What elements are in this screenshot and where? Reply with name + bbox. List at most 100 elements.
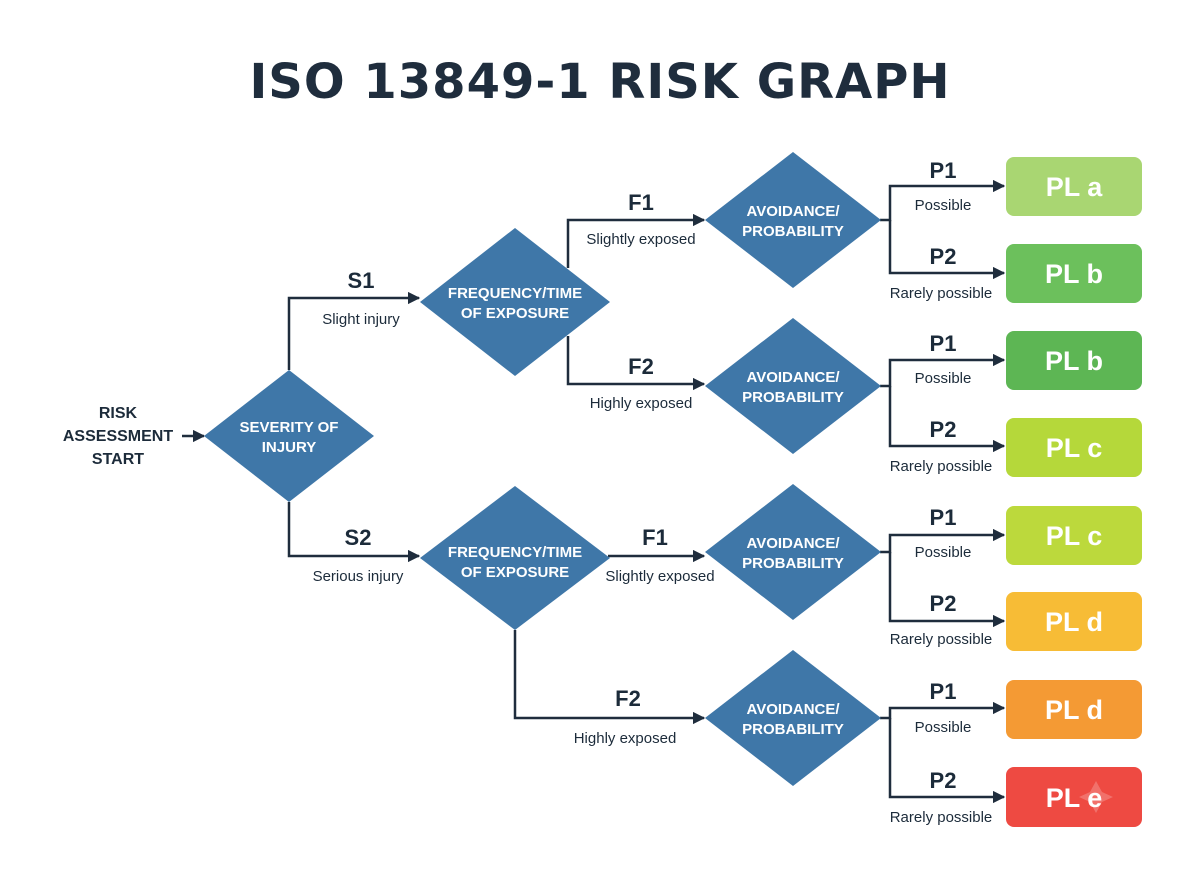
p2-desc-3: Rarely possible <box>890 631 993 648</box>
p1-code-2: P1 <box>930 331 957 356</box>
s2-desc: Serious injury <box>313 568 404 585</box>
p1-code-1: P1 <box>930 158 957 183</box>
frequency-upper-line-1: FREQUENCY/TIME <box>448 285 582 302</box>
avoidance-1-line-1: AVOIDANCE/ <box>746 203 840 220</box>
p1-desc-2: Possible <box>915 370 972 387</box>
f2-upper-code: F2 <box>628 354 654 379</box>
s1-arrow <box>287 291 421 370</box>
results: PL a PL b PL b PL c PL c PL d PL d <box>1006 157 1142 827</box>
avoidance-3-line-2: PROBABILITY <box>742 555 844 572</box>
p1-arrow-1 <box>880 179 1006 222</box>
result-box-6 <box>1006 592 1142 651</box>
result-box-1 <box>1006 157 1142 216</box>
result-pl-b-2: PL b <box>1006 331 1142 390</box>
avoidance-3-line-1: AVOIDANCE/ <box>746 535 840 552</box>
p1-arrow-4 <box>880 701 1006 720</box>
sparkle-icon <box>1079 781 1113 813</box>
p2-arrow-1 <box>888 220 1006 280</box>
avoidance-1-line-2: PROBABILITY <box>742 223 844 240</box>
p1-desc-3: Possible <box>915 544 972 561</box>
frequency-lower-line-2: OF EXPOSURE <box>461 564 569 581</box>
severity-diamond <box>204 370 374 502</box>
frequency-diamond-lower <box>420 486 610 630</box>
severity-node: SEVERITY OF INJURY <box>204 370 374 502</box>
avoidance-node-1: AVOIDANCE/ PROBABILITY <box>705 152 881 288</box>
result-label-3: PL b <box>1045 346 1103 376</box>
f1-lower-code: F1 <box>642 525 668 550</box>
result-label-1: PL a <box>1046 172 1104 202</box>
p2-desc-1: Rarely possible <box>890 285 993 302</box>
p2-code-4: P2 <box>930 768 957 793</box>
result-label-4: PL c <box>1046 433 1103 463</box>
f2-lower-desc: Highly exposed <box>574 730 677 747</box>
severity-line-1: SEVERITY OF <box>240 419 339 436</box>
avoidance-diamond-1 <box>705 152 881 288</box>
start-line-3: START <box>92 451 144 468</box>
result-box-3 <box>1006 331 1142 390</box>
result-label-2: PL b <box>1045 259 1103 289</box>
result-pl-d-1: PL d <box>1006 592 1142 651</box>
avoidance-4-line-2: PROBABILITY <box>742 721 844 738</box>
result-box-5 <box>1006 506 1142 565</box>
start-line-1: RISK <box>99 405 138 422</box>
avoidance-diamond-3 <box>705 484 881 620</box>
result-label-8: PL e <box>1046 783 1103 813</box>
f1-upper-desc: Slightly exposed <box>586 231 695 248</box>
p1-arrow-3 <box>880 528 1006 554</box>
p2-desc-2: Rarely possible <box>890 458 993 475</box>
f2-upper-arrow <box>566 336 706 391</box>
s2-arrow <box>287 502 421 563</box>
avoidance-2-line-1: AVOIDANCE/ <box>746 369 840 386</box>
avoidance-4-line-1: AVOIDANCE/ <box>746 701 840 718</box>
s2-code: S2 <box>345 525 372 550</box>
p2-arrow-3 <box>888 552 1006 628</box>
f1-lower-desc: Slightly exposed <box>605 568 714 585</box>
f2-lower-arrow <box>513 630 706 725</box>
start-label: RISK ASSESSMENT START <box>63 405 173 468</box>
result-box-4 <box>1006 418 1142 477</box>
result-pl-e: PL e <box>1006 767 1142 827</box>
f1-upper-arrow <box>566 213 706 268</box>
s1-code: S1 <box>348 268 375 293</box>
p2-desc-4: Rarely possible <box>890 809 993 826</box>
result-box-8 <box>1006 767 1142 827</box>
connector-lines <box>182 179 1006 804</box>
result-label-5: PL c <box>1046 521 1103 551</box>
start-line-2: ASSESSMENT <box>63 428 173 445</box>
page-title: ISO 13849-1 RISK GRAPH <box>249 54 950 110</box>
result-pl-b-1: PL b <box>1006 244 1142 303</box>
frequency-diamond-upper <box>420 228 610 376</box>
frequency-node-lower: FREQUENCY/TIME OF EXPOSURE <box>420 486 610 630</box>
avoidance-node-3: AVOIDANCE/ PROBABILITY <box>705 484 881 620</box>
result-pl-d-2: PL d <box>1006 680 1142 739</box>
frequency-upper-line-2: OF EXPOSURE <box>461 305 569 322</box>
p2-code-2: P2 <box>930 417 957 442</box>
p2-arrow-4 <box>888 718 1006 804</box>
p1-code-3: P1 <box>930 505 957 530</box>
avoidance-diamond-2 <box>705 318 881 454</box>
f2-upper-desc: Highly exposed <box>590 395 693 412</box>
result-label-7: PL d <box>1045 695 1103 725</box>
f1-upper-code: F1 <box>628 190 654 215</box>
p1-arrow-2 <box>880 353 1006 388</box>
result-pl-c-2: PL c <box>1006 506 1142 565</box>
f2-lower-code: F2 <box>615 686 641 711</box>
p2-arrow-2 <box>888 386 1006 453</box>
avoidance-node-4: AVOIDANCE/ PROBABILITY <box>705 650 881 786</box>
p2-code-1: P2 <box>930 244 957 269</box>
result-pl-a: PL a <box>1006 157 1142 216</box>
s1-desc: Slight injury <box>322 311 400 328</box>
p1-desc-4: Possible <box>915 719 972 736</box>
result-box-7 <box>1006 680 1142 739</box>
avoidance-diamond-4 <box>705 650 881 786</box>
frequency-lower-line-1: FREQUENCY/TIME <box>448 544 582 561</box>
result-label-6: PL d <box>1045 607 1103 637</box>
frequency-node-upper: FREQUENCY/TIME OF EXPOSURE <box>420 228 610 376</box>
p1-desc-1: Possible <box>915 197 972 214</box>
avoidance-node-2: AVOIDANCE/ PROBABILITY <box>705 318 881 454</box>
result-pl-c-1: PL c <box>1006 418 1142 477</box>
p2-code-3: P2 <box>930 591 957 616</box>
avoidance-2-line-2: PROBABILITY <box>742 389 844 406</box>
p1-code-4: P1 <box>930 679 957 704</box>
